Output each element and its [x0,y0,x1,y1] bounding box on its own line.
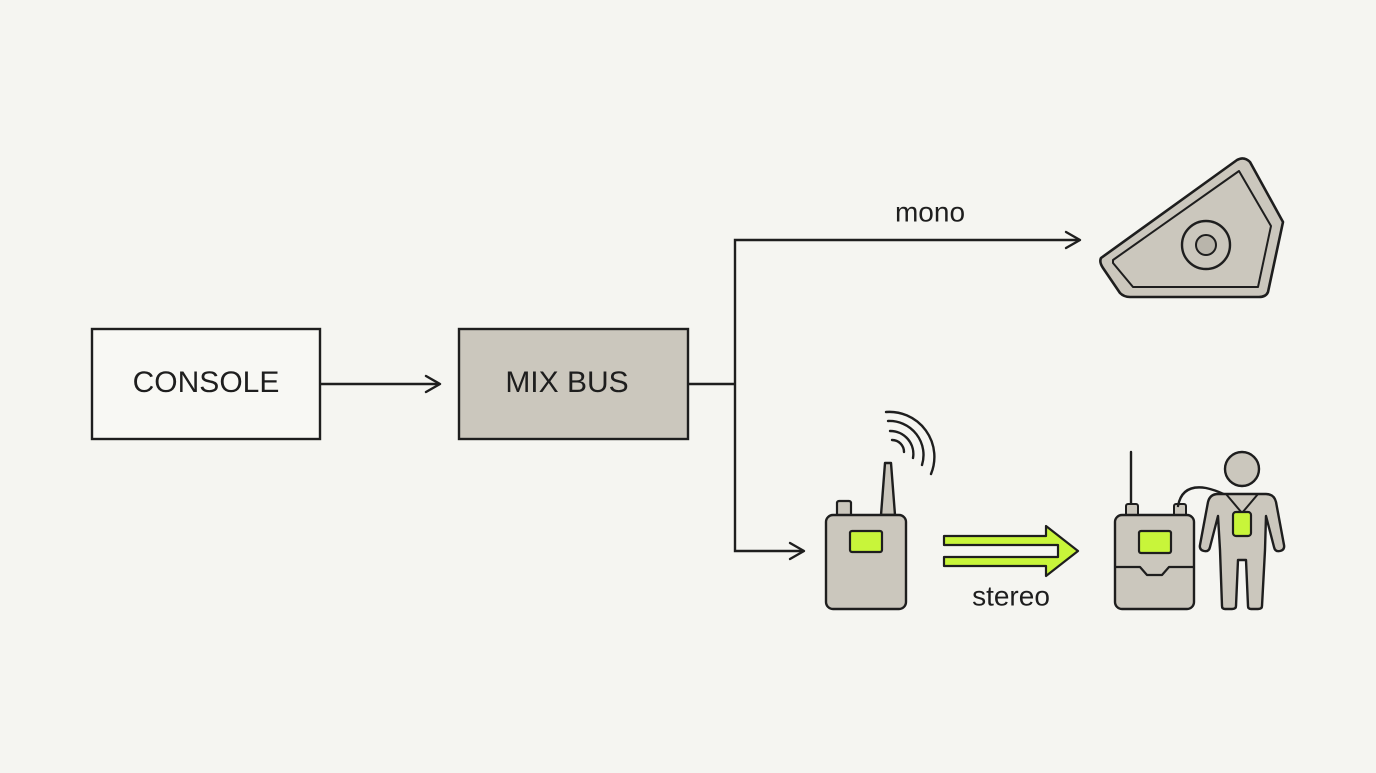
wireless-signal-icon [884,410,936,476]
mono-path-arrow [733,230,1082,384]
console-label: CONSOLE [133,366,280,399]
performer-icon [1198,450,1286,611]
stereo-link-arrow [942,524,1080,578]
transmitter-path-arrow [733,384,806,561]
wireless-transmitter-icon [824,461,908,611]
mix-bus-label: MIX BUS [505,366,628,399]
console-node: CONSOLE [90,327,322,441]
mix-bus-node: MIX BUS [457,327,690,441]
stereo-label: stereo [972,580,1050,611]
stage-monitor-wedge-icon [1099,157,1285,299]
mono-label: mono [895,196,965,227]
bodypack-receiver-icon [1113,450,1196,611]
